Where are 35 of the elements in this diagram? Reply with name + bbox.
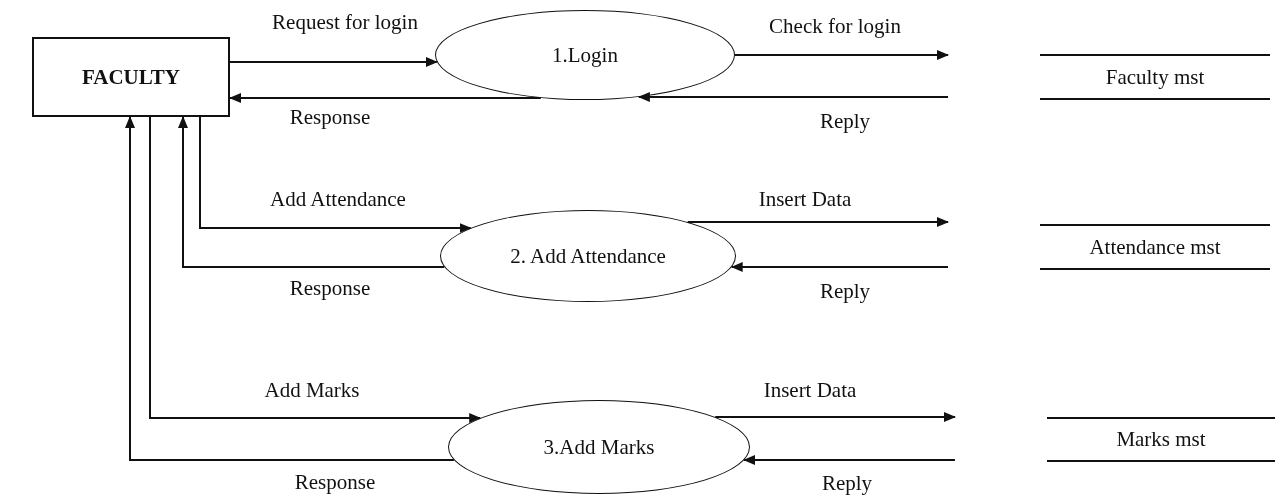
arrow	[199, 116, 472, 233]
arrow	[178, 116, 446, 268]
arrow	[686, 217, 949, 227]
data-store	[1040, 54, 1270, 100]
entity-box	[32, 37, 230, 117]
data-store	[1047, 417, 1275, 462]
edge-label: Response	[289, 275, 371, 301]
edge-label: Reply	[821, 470, 873, 496]
node-label: 3.Add Marks	[543, 434, 655, 460]
edge-label: Add Marks	[264, 377, 360, 403]
edge-label: Reply	[819, 278, 871, 304]
arrow	[730, 262, 949, 272]
arrow	[229, 57, 438, 67]
edge-label: Check for login	[769, 13, 901, 39]
edge-label: Response	[294, 469, 376, 495]
arrow	[149, 116, 482, 423]
arrow	[637, 92, 949, 102]
edge-label: Add Attendance	[270, 186, 406, 212]
edge-label: Insert Data	[758, 186, 852, 212]
node-label: 2. Add Attendance	[510, 243, 666, 269]
arrow	[125, 116, 455, 461]
edge-label: Reply	[819, 108, 871, 134]
node-label: Marks mst	[1116, 427, 1206, 452]
arrow	[734, 50, 949, 60]
arrow	[714, 412, 956, 422]
data-store	[1040, 224, 1270, 270]
node-label: Attendance mst	[1089, 234, 1221, 260]
edge-label: Insert Data	[763, 377, 857, 403]
node-label: FACULTY	[82, 64, 180, 90]
edge-label: Request for login	[272, 9, 418, 35]
arrow	[229, 93, 542, 103]
arrow	[743, 455, 956, 465]
node-label: Faculty mst	[1105, 64, 1205, 90]
node-label: 1.Login	[552, 42, 618, 68]
edge-label: Response	[289, 104, 371, 130]
